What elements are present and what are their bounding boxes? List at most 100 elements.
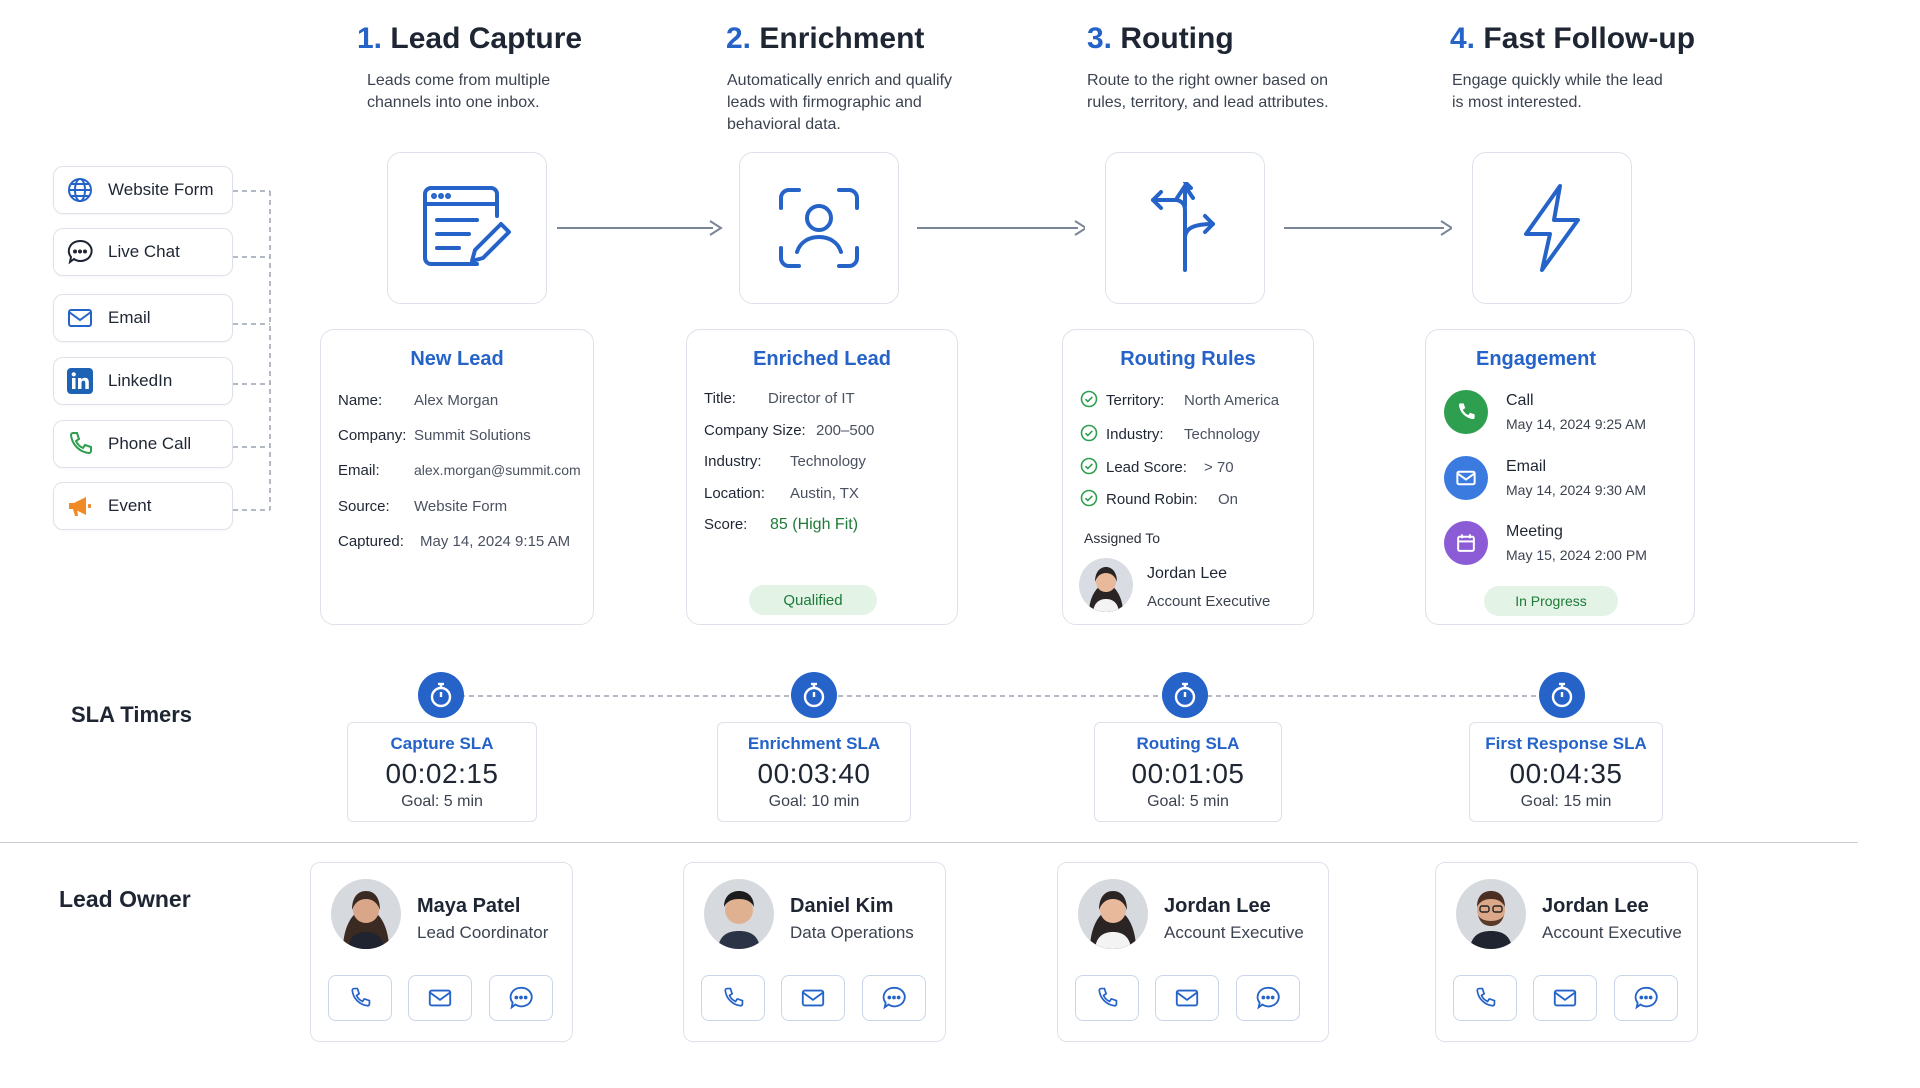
phone-icon (724, 987, 744, 1007)
first-response-sla-box: First Response SLA 00:04:35 Goal: 15 min (1469, 722, 1663, 822)
call-button[interactable] (1453, 975, 1517, 1021)
avatar (331, 879, 401, 949)
source-connector-lines (233, 190, 271, 511)
field-company-size: Company Size:200–500 (704, 422, 875, 439)
avatar (1079, 558, 1133, 612)
owner-card: Jordan Lee Account Executive (1435, 862, 1698, 1042)
enrichment-sla-box: Enrichment SLA 00:03:40 Goal: 10 min (717, 722, 911, 822)
new-lead-card: New Lead Name:Alex Morgan Company:Summit… (320, 329, 594, 625)
mail-icon (1553, 989, 1577, 1007)
source-label: Phone Call (108, 434, 192, 453)
user-scan-icon (779, 188, 859, 268)
sla-title: Enrichment SLA (747, 734, 881, 753)
engagement-card: Engagement Call May 14, 2024 9:25 AM Ema… (1425, 329, 1695, 625)
email-button[interactable] (781, 975, 845, 1021)
form-edit-icon (423, 186, 511, 266)
phone-icon (1444, 390, 1488, 434)
rule-industry: Industry:Technology (1080, 424, 1260, 443)
assignee-role: Account Executive (1147, 593, 1271, 610)
engagement-email-label: Email (1506, 458, 1547, 475)
source-label: Email (108, 308, 151, 327)
arrow-1-icon (557, 220, 723, 236)
step-1-desc: Leads come from multiple channels into o… (367, 72, 551, 111)
sla-timers-label: SLA Timers (71, 702, 193, 727)
step-4-desc: Engage quickly while the lead is most in… (1452, 72, 1663, 111)
sla-time: 00:04:35 (1509, 758, 1623, 789)
source-email[interactable]: Email (53, 294, 233, 342)
routing-rules-card: Routing Rules Territory:North America In… (1062, 329, 1314, 625)
chat-icon (1256, 986, 1280, 1010)
rule-territory: Territory:North America (1080, 390, 1279, 409)
field-name: Name:Alex Morgan (338, 392, 499, 409)
phone-icon (351, 987, 371, 1007)
rule-round-robin: Round Robin:On (1080, 489, 1238, 508)
field-industry: Industry:Technology (704, 453, 866, 470)
chat-button[interactable] (862, 975, 926, 1021)
call-button[interactable] (701, 975, 765, 1021)
source-website-form[interactable]: Website Form (53, 166, 233, 214)
owner-role: Lead Coordinator (417, 923, 549, 942)
source-label: Event (108, 496, 152, 515)
owner-card: Maya Patel Lead Coordinator (310, 862, 573, 1042)
chat-button[interactable] (1614, 975, 1678, 1021)
sla-goal: Goal: 5 min (401, 793, 483, 810)
chat-icon (509, 986, 533, 1010)
card-title: Enriched Lead (753, 348, 891, 370)
arrow-3-icon (1284, 220, 1452, 236)
source-live-chat[interactable]: Live Chat (53, 228, 233, 276)
sla-goal: Goal: 10 min (768, 793, 860, 810)
avatar (704, 879, 774, 949)
chat-icon (882, 986, 906, 1010)
owner-name: Daniel Kim (790, 895, 894, 917)
source-event[interactable]: Event (53, 482, 233, 530)
owner-card: Jordan Lee Account Executive (1057, 862, 1329, 1042)
mail-icon (801, 989, 825, 1007)
routing-sla-box: Routing SLA 00:01:05 Goal: 5 min (1094, 722, 1282, 822)
email-button[interactable] (1155, 975, 1219, 1021)
card-title: Engagement (1476, 348, 1597, 370)
megaphone-icon (66, 492, 94, 520)
card-title: Routing Rules (1120, 348, 1256, 370)
assignee-name: Jordan Lee (1147, 565, 1228, 582)
engagement-meeting-label: Meeting (1506, 523, 1563, 540)
step-1-title: 1. Lead Capture (357, 22, 583, 55)
email-button[interactable] (1533, 975, 1597, 1021)
call-button[interactable] (328, 975, 392, 1021)
source-phone-call[interactable]: Phone Call (53, 420, 233, 468)
step-3-desc: Route to the right owner based on rules,… (1087, 72, 1329, 111)
avatar (1456, 879, 1526, 949)
fast-followup-icon-box (1472, 152, 1632, 304)
source-label: Website Form (108, 180, 214, 199)
email-button[interactable] (408, 975, 472, 1021)
engagement-meeting-date: May 15, 2024 2:00 PM (1506, 547, 1647, 563)
capture-sla-box: Capture SLA 00:02:15 Goal: 5 min (347, 722, 537, 822)
chat-button[interactable] (1236, 975, 1300, 1021)
step-2-title: 2. Enrichment (726, 22, 925, 55)
source-linkedin[interactable]: LinkedIn (53, 357, 233, 405)
check-circle-icon (1080, 489, 1098, 507)
calendar-icon (1444, 521, 1488, 565)
phone-icon (66, 430, 94, 458)
phone-icon (1476, 987, 1496, 1007)
sla-time: 00:03:40 (757, 758, 871, 789)
sla-title: Capture SLA (390, 734, 494, 753)
sla-time: 00:02:15 (385, 758, 499, 789)
source-label: Live Chat (108, 242, 180, 261)
enriched-lead-card: Enriched Lead Title:Director of IT Compa… (686, 329, 958, 625)
call-button[interactable] (1075, 975, 1139, 1021)
sla-title: First Response SLA (1485, 734, 1647, 753)
field-source: Source:Website Form (338, 498, 508, 515)
assigned-to-label: Assigned To (1084, 530, 1161, 546)
owner-role: Account Executive (1542, 923, 1682, 942)
lead-owner-label: Lead Owner (59, 886, 191, 912)
phone-icon (1098, 987, 1118, 1007)
owner-role: Data Operations (790, 923, 914, 942)
section-divider (0, 842, 1858, 843)
sla-goal: Goal: 15 min (1520, 793, 1612, 810)
step-4-title: 4. Fast Follow-up (1450, 22, 1696, 55)
chat-button[interactable] (489, 975, 553, 1021)
field-location: Location:Austin, TX (704, 485, 859, 502)
avatar (1078, 879, 1148, 949)
mail-icon (428, 989, 452, 1007)
stopwatch-icon (791, 672, 837, 718)
